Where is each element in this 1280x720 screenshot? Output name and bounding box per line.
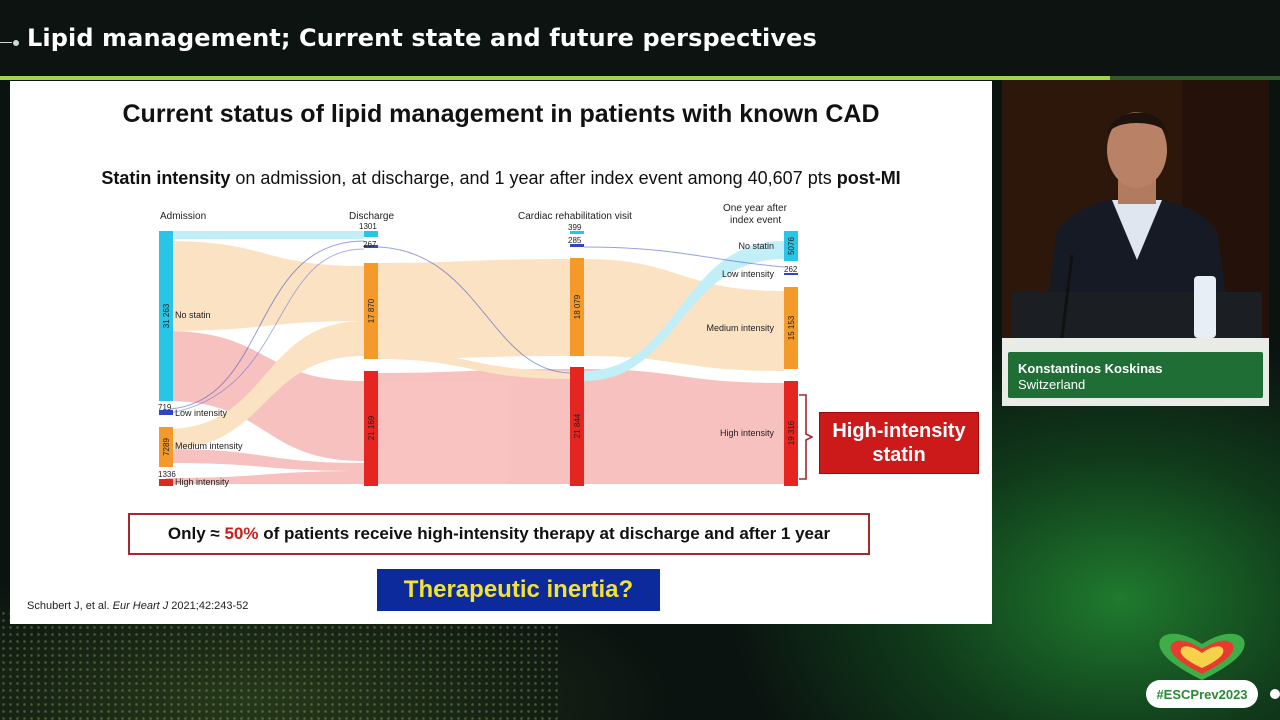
label-admission-high: High intensity <box>175 477 230 487</box>
flow-d-cross <box>378 351 570 379</box>
title-accent-bar <box>0 76 1110 80</box>
node-oneyear-no-statin <box>784 231 798 261</box>
sankey-flows <box>166 231 784 484</box>
slide-title: Current status of lipid management in pa… <box>122 100 880 128</box>
citation-ref: 2021;42:243-52 <box>168 600 249 612</box>
flow-r-to-nostatin <box>584 241 784 381</box>
column-header-one-year-line2: index event <box>730 215 781 226</box>
column-header-one-year-line1: One year after <box>723 203 788 214</box>
value-discharge-high: 21 169 <box>367 415 376 440</box>
label-oneyear-no-statin: No statin <box>738 241 774 251</box>
high-intensity-callout: High-intensity statin <box>819 412 979 474</box>
value-rehab-low: 285 <box>568 236 582 245</box>
node-rehab-medium <box>570 258 584 356</box>
speaker-illustration <box>1002 80 1269 338</box>
value-rehab-no-statin: 399 <box>568 223 582 232</box>
node-discharge-no-statin <box>364 231 378 237</box>
flow-r-medium-y-medium <box>584 259 784 371</box>
value-admission-no-statin: 31 263 <box>162 303 171 328</box>
presentation-slide: Current status of lipid management in pa… <box>10 81 992 624</box>
node-rehab-no-statin <box>570 231 584 234</box>
node-discharge-medium <box>364 263 378 359</box>
label-admission-medium: Medium intensity <box>175 441 243 451</box>
flow-medium-medium <box>166 321 364 449</box>
title-accent-bar-dark <box>1110 76 1280 80</box>
node-admission-medium <box>159 427 173 467</box>
value-oneyear-high: 19 316 <box>787 420 796 445</box>
flow-thin-2 <box>169 248 365 414</box>
value-discharge-no-statin: 1301 <box>359 222 377 231</box>
flow-high-high <box>166 471 364 484</box>
speaker-name: Konstantinos Koskinas <box>1018 361 1163 376</box>
flow-nostatin-high <box>166 331 364 461</box>
label-admission-low: Low intensity <box>175 408 228 418</box>
session-title: Lipid management; Current state and futu… <box>27 24 817 52</box>
label-oneyear-high: High intensity <box>720 428 775 438</box>
citation: Schubert J, et al. Eur Heart J 2021;42:2… <box>27 600 248 612</box>
flow-nostatin-medium <box>166 241 364 331</box>
node-rehab-high <box>570 367 584 486</box>
flow-thin-3 <box>377 246 571 374</box>
bracket-icon <box>799 394 813 480</box>
value-discharge-low: 267 <box>363 240 377 249</box>
column-header-rehab: Cardiac rehabilitation visit <box>518 211 632 222</box>
label-oneyear-medium: Medium intensity <box>706 323 774 333</box>
flow-d-medium-r-medium <box>378 259 570 359</box>
column-header-admission: Admission <box>160 211 206 222</box>
slide-subtitle: Statin intensity on admission, at discha… <box>10 168 992 189</box>
esc-heart-logo-icon <box>1159 633 1245 680</box>
label-admission-no-statin: No statin <box>175 310 211 320</box>
lower-third-panel <box>1008 352 1263 398</box>
note-pre: Only ≈ <box>167 524 225 543</box>
key-finding-box: Only ≈ 50% of patients receive high-inte… <box>128 513 870 555</box>
event-hashtag: #ESCPrev2023 <box>1146 680 1258 708</box>
value-admission-high: 1336 <box>158 470 176 479</box>
note-percentage: 50% <box>224 524 259 543</box>
speaker-video <box>1002 80 1269 338</box>
node-oneyear-high <box>784 381 798 486</box>
column-header-discharge: Discharge <box>349 211 394 222</box>
flow-medium-high <box>166 449 364 471</box>
flow-thin-4 <box>583 246 785 268</box>
subtitle-bold: Statin intensity <box>101 168 231 188</box>
hashtag-dot-icon <box>1270 689 1280 699</box>
value-rehab-high: 21 844 <box>573 413 582 438</box>
flow-r-high-y-high <box>584 369 784 484</box>
subtitle-mid: on admission, at discharge, and 1 year a… <box>230 168 837 188</box>
node-oneyear-low <box>784 273 798 275</box>
callout-line2: statin <box>872 444 926 466</box>
title-line-icon <box>0 42 12 43</box>
session-title-bar: Lipid management; Current state and futu… <box>0 0 1280 76</box>
decorative-dots <box>0 610 560 720</box>
node-admission-no-statin <box>159 231 173 401</box>
value-oneyear-low: 262 <box>784 265 798 274</box>
value-oneyear-medium: 15 153 <box>787 315 796 340</box>
flow-thin-1 <box>169 240 365 410</box>
value-rehab-medium: 18 079 <box>573 294 582 319</box>
speaker-country: Switzerland <box>1018 377 1086 392</box>
flow-nostatin-nostatin <box>166 231 364 239</box>
citation-authors: Schubert J, et al. <box>27 600 113 612</box>
citation-journal: Eur Heart J <box>112 600 169 612</box>
sankey-thin-flows <box>169 240 785 414</box>
node-oneyear-medium <box>784 287 798 369</box>
node-admission-low <box>159 410 173 415</box>
value-oneyear-no-statin: 5076 <box>787 237 796 255</box>
node-rehab-low <box>570 244 584 247</box>
node-discharge-low <box>364 245 378 248</box>
speaker-lower-third: Konstantinos Koskinas Switzerland <box>1002 338 1269 406</box>
therapeutic-inertia-box: Therapeutic inertia? <box>377 569 660 611</box>
note-post: of patients receive high-intensity thera… <box>258 524 831 543</box>
sankey-diagram: Admission Discharge Cardiac rehabilitati… <box>158 203 798 487</box>
value-discharge-medium: 17 870 <box>367 298 376 323</box>
callout-line1: High-intensity <box>832 420 966 442</box>
value-admission-low: 719 <box>158 403 172 412</box>
label-oneyear-low: Low intensity <box>722 269 775 279</box>
flow-d-high-r-high <box>378 369 570 484</box>
node-admission-high <box>159 479 173 486</box>
title-dot-icon <box>13 40 19 46</box>
subtitle-bold-2: post-MI <box>836 168 901 188</box>
node-discharge-high <box>364 371 378 486</box>
value-admission-medium: 7289 <box>162 438 171 456</box>
